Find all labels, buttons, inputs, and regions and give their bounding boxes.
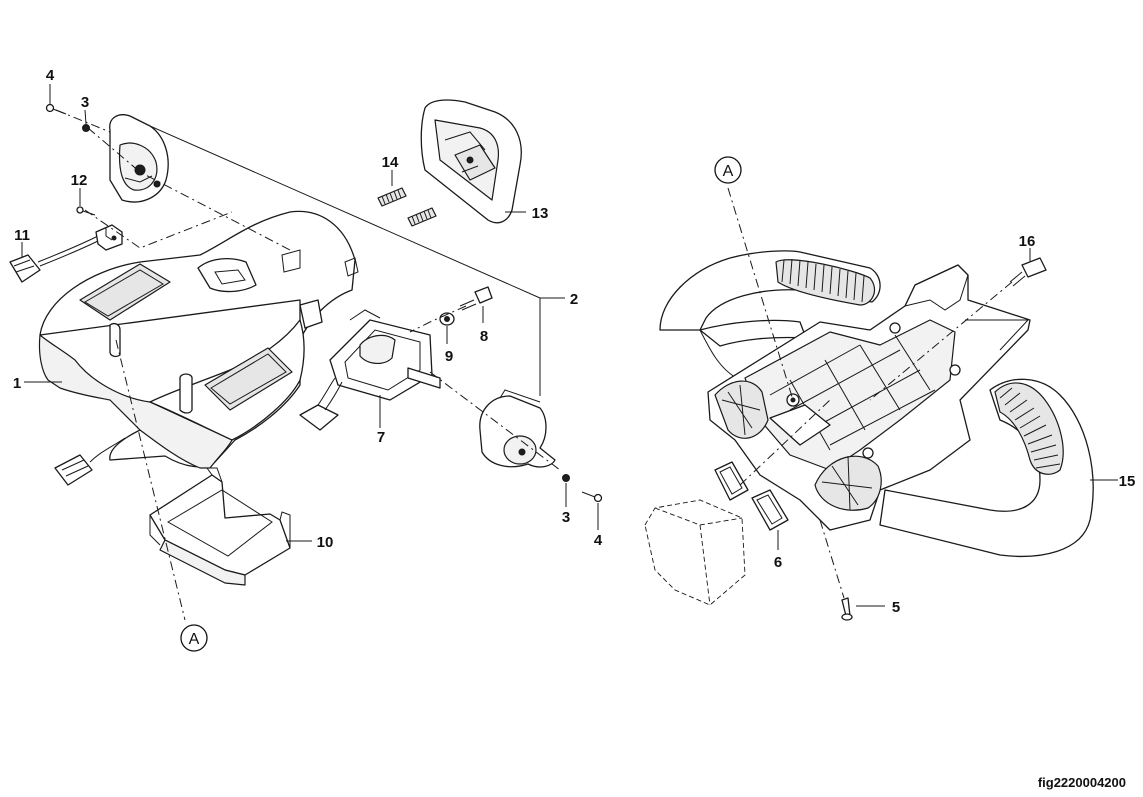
reference-marker-a-right: A <box>714 156 742 184</box>
part-4-lower-screw <box>581 491 603 503</box>
leader-lines-right <box>777 248 1118 607</box>
handle-frame <box>707 264 1031 531</box>
callout-12: 12 <box>71 172 88 189</box>
callout-11: 11 <box>14 227 30 244</box>
part-5-screw <box>841 597 853 621</box>
part-7-switch-bracket <box>299 309 441 431</box>
lower-connector <box>54 437 126 486</box>
part-6-gaskets <box>714 461 789 531</box>
callout-4-top: 4 <box>46 67 55 84</box>
callout-1: 1 <box>13 375 21 392</box>
callout-8: 8 <box>480 328 488 345</box>
callout-2: 2 <box>570 291 578 308</box>
leader-lines-left <box>21 84 599 542</box>
callout-9: 9 <box>445 348 453 365</box>
part-2-upper-end-cap <box>109 114 169 203</box>
callout-14: 14 <box>382 154 399 171</box>
callout-7: 7 <box>377 429 385 446</box>
svg-text:A: A <box>189 631 200 648</box>
part-3-upper-nut <box>82 124 90 132</box>
figure-id: fig2220004200 <box>1038 775 1126 790</box>
assembly-lines-right <box>727 187 1013 599</box>
callout-4-bottom: 4 <box>594 532 603 549</box>
callout-16: 16 <box>1019 233 1036 250</box>
part-3-lower-nut <box>562 474 570 482</box>
part-15-handle-bar <box>659 250 1094 558</box>
part-12-switch <box>95 224 123 251</box>
callout-3-bottom: 3 <box>562 509 570 526</box>
part-1-handle-housing <box>38 210 359 469</box>
svg-text:A: A <box>723 163 734 180</box>
callout-15: 15 <box>1119 473 1136 490</box>
callout-labels: 4 3 12 11 1 14 13 2 8 9 7 10 3 4 16 15 6… <box>13 67 1136 616</box>
callout-5: 5 <box>892 599 900 616</box>
part-14-springs <box>377 187 437 227</box>
part-13-trigger-cover <box>420 99 522 224</box>
part-10-bottom-tray <box>149 467 291 586</box>
callout-3-top: 3 <box>81 94 89 111</box>
part-2-lower-end-cap <box>479 389 556 468</box>
phantom-ghost-part <box>644 499 746 606</box>
callout-10: 10 <box>317 534 334 551</box>
reference-marker-a-left: A <box>180 624 208 652</box>
part-16-bolt <box>1009 257 1047 287</box>
callout-13: 13 <box>532 205 549 222</box>
part-8-bolt <box>459 286 493 311</box>
callout-6: 6 <box>774 554 782 571</box>
